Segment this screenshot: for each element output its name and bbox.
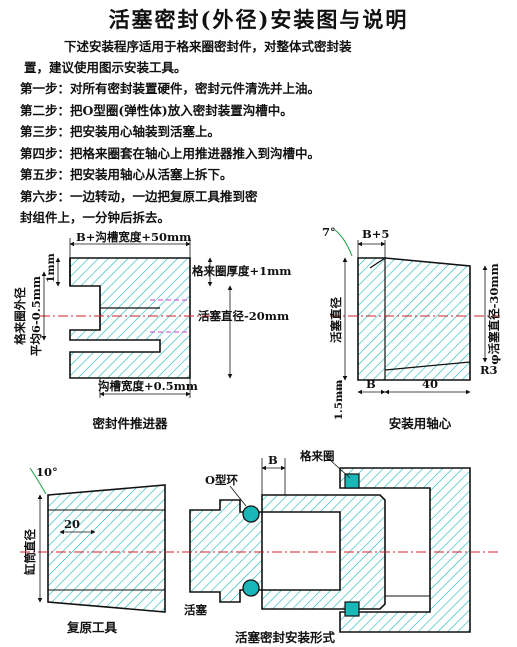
dim-right: φ活塞直径-30mm xyxy=(487,263,501,365)
intro-line-1: 下述安装程序适用于格来圈密封件，对整体式密封装 xyxy=(64,39,352,54)
dim-20: 20 xyxy=(64,517,80,531)
installation-diagram: 10° 20 缸筒直径 O型环 B 格来圈 活塞 复原工具 活塞密封安装形式 xyxy=(20,449,500,645)
intro-line-2: 置，建议使用图示安装工具。 xyxy=(24,60,187,75)
dim-left-avg: 平均6-0.5mm xyxy=(29,276,43,356)
dim-b: B xyxy=(366,377,376,391)
label-glyd: 格来圈 xyxy=(300,449,335,463)
step-list: 第一步：对所有密封装置硬件，密封元件清洗并上油。 第二步：把O型圈(弹性体)放入… xyxy=(20,78,500,229)
dim-r3: R3 xyxy=(480,363,498,377)
intro-text: 下述安装程序适用于格来圈密封件，对整体式密封装 置，建议使用图示安装工具。 xyxy=(24,36,494,78)
page-title: 活塞密封(外径)安装图与说明 xyxy=(108,7,409,32)
mandrel-diagram: 7° B+5 活塞直径 φ活塞直径-30mm 1.5mm B 40 R3 安装用… xyxy=(322,225,501,431)
caption-mandrel: 安装用轴心 xyxy=(389,416,452,431)
restore-angle: 10° xyxy=(36,465,58,479)
step-1: 第一步：对所有密封装置硬件，密封元件清洗并上油。 xyxy=(20,81,321,96)
step-3: 第三步：把安装用心轴装到活塞上。 xyxy=(20,124,221,139)
dim-b5: B+5 xyxy=(362,227,389,241)
caption-restore-tool: 复原工具 xyxy=(66,620,118,635)
dim-left-outer: 格来圈外径 xyxy=(13,287,27,345)
step-5: 第五步：把安装用轴心从活塞上拆下。 xyxy=(20,167,233,182)
label-oring: O型环 xyxy=(205,473,239,487)
dim-thickness: 格来圈厚度+1mm xyxy=(192,264,291,278)
seal-pusher-diagram: B+沟槽宽度+50mm 1mm 格来圈厚度+1mm 活塞直径-20mm 沟槽宽度… xyxy=(13,230,291,431)
step-4: 第四步：把格来圈套在轴心上用推进器推入到沟槽中。 xyxy=(20,145,321,161)
dim-bottom: 沟槽宽度+0.5mm xyxy=(98,379,198,393)
caption-install-form: 活塞密封安装形式 xyxy=(235,630,336,645)
dim-40: 40 xyxy=(422,377,438,391)
step-6: 第六步：一边转动，一边把复原工具推到密 xyxy=(20,188,258,204)
step-2: 第二步：把O型圈(弹性体)放入密封装置沟槽中。 xyxy=(20,102,293,118)
dim-15: 1.5mm xyxy=(333,380,345,421)
dim-1mm: 1mm xyxy=(45,253,57,283)
dim-cyl: 缸筒直径 xyxy=(23,529,37,576)
label-piston: 活塞 xyxy=(184,603,207,617)
step-6-cont: 封组件上，一分钟后拆去。 xyxy=(20,210,171,225)
dim-piston: 活塞直径-20mm xyxy=(198,309,289,323)
dim-top: B+沟槽宽度+50mm xyxy=(76,230,191,244)
caption-seal-pusher: 密封件推进器 xyxy=(91,416,168,431)
dim-piston-dia: 活塞直径 xyxy=(329,297,343,343)
mandrel-angle: 7° xyxy=(322,225,336,239)
label-b: B xyxy=(268,453,278,467)
